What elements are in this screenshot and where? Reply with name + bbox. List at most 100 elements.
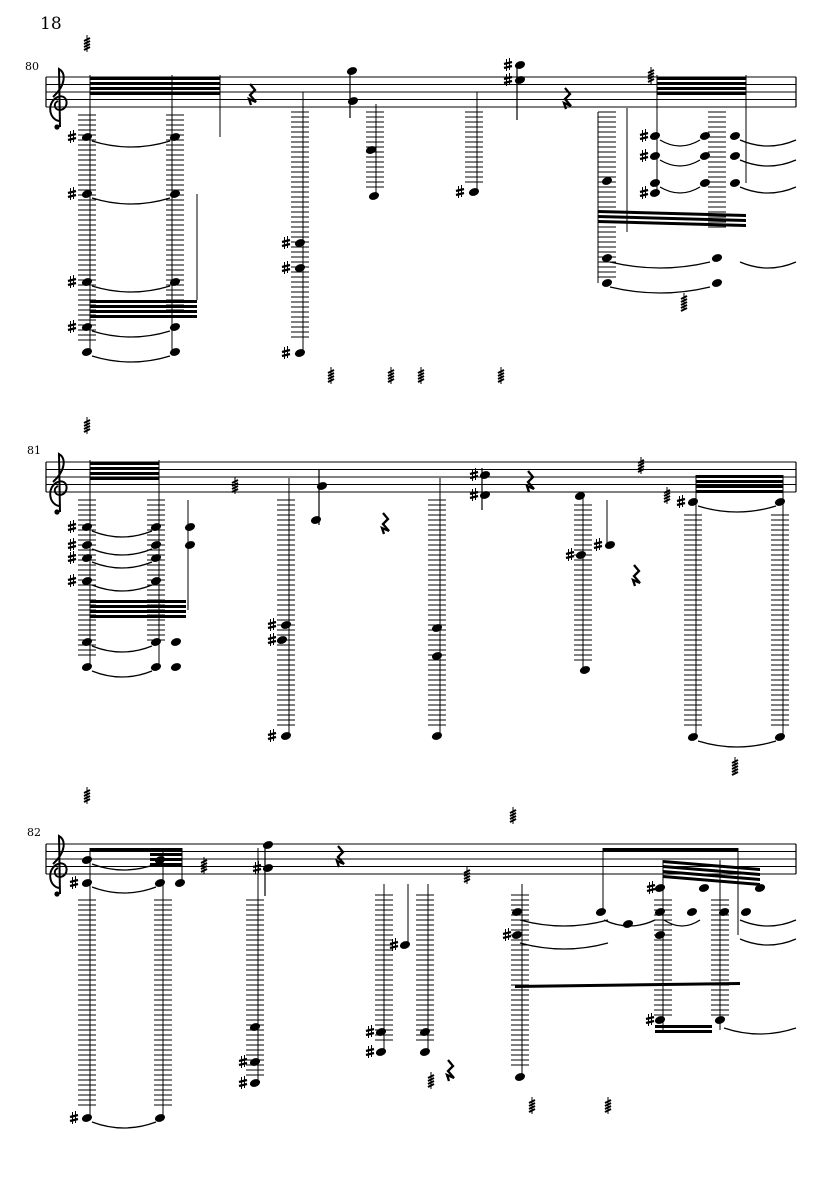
notehead	[654, 884, 666, 892]
notehead	[81, 554, 93, 562]
tie	[739, 261, 797, 269]
quarter-rest	[562, 87, 572, 110]
notehead	[262, 864, 274, 872]
notehead	[81, 1114, 93, 1122]
sharp-sign	[639, 155, 649, 161]
notehead	[81, 879, 93, 887]
sharp-sign	[67, 580, 77, 586]
notehead	[347, 97, 359, 105]
notehead	[81, 278, 93, 286]
sharp-sign	[238, 1082, 248, 1088]
sharp-sign	[67, 136, 77, 142]
notehead	[81, 856, 93, 864]
beam	[150, 863, 182, 866]
sharp-sign	[67, 557, 77, 563]
sharp-sign	[502, 934, 512, 940]
notehead	[174, 879, 186, 887]
notehead	[479, 471, 491, 479]
sharp-sign	[639, 135, 649, 141]
sharp-sign	[281, 352, 291, 358]
sharp-sign	[281, 238, 291, 244]
beam	[90, 477, 159, 480]
notehead	[249, 1023, 261, 1031]
sharp-sign	[469, 490, 479, 496]
notehead	[346, 67, 358, 75]
beam	[655, 1030, 712, 1033]
notehead	[686, 908, 698, 916]
measure-number-80: 80	[25, 60, 39, 73]
beam	[598, 210, 746, 217]
beam	[696, 485, 783, 488]
sharp-sign	[281, 267, 291, 273]
treble-clef	[49, 834, 68, 895]
tie	[91, 355, 171, 363]
tie	[739, 139, 797, 147]
beam	[90, 305, 197, 308]
tie	[91, 561, 153, 569]
tie	[603, 919, 656, 927]
tie	[91, 1121, 157, 1129]
tie	[519, 942, 609, 950]
beam	[663, 865, 760, 876]
sharp-sign	[67, 281, 77, 287]
sharp-sign	[365, 1047, 375, 1053]
sharp-sign	[593, 544, 603, 550]
sharp-sign	[503, 79, 513, 85]
sharp-sign	[67, 576, 77, 582]
sharp-sign	[639, 188, 649, 194]
notehead	[601, 254, 613, 262]
quarter-rest	[247, 83, 257, 106]
sharp-sign	[252, 863, 262, 869]
sharp-sign	[389, 944, 399, 950]
notehead	[249, 1079, 261, 1087]
notehead	[649, 179, 661, 187]
sharp-sign	[67, 132, 77, 138]
beam	[598, 220, 746, 227]
notehead	[169, 278, 181, 286]
beam	[663, 860, 760, 871]
beam	[655, 1025, 712, 1028]
notehead	[419, 1028, 431, 1036]
beam	[696, 480, 783, 483]
notehead	[169, 133, 181, 141]
tie	[91, 140, 171, 148]
notehead	[699, 132, 711, 140]
treble-clef	[54, 509, 60, 515]
tie	[739, 919, 797, 927]
sharp-sign	[645, 1019, 655, 1025]
sharp-sign	[455, 187, 465, 193]
notehead	[511, 908, 523, 916]
tie	[91, 285, 171, 293]
notehead	[81, 638, 93, 646]
page-number: 18	[40, 14, 62, 34]
sharp-sign	[267, 620, 277, 626]
notehead	[740, 908, 752, 916]
notehead	[431, 624, 443, 632]
beam	[515, 982, 740, 988]
beam	[90, 300, 197, 303]
beam	[657, 92, 746, 95]
sharp-sign	[238, 1061, 248, 1067]
notehead	[687, 733, 699, 741]
sharp-sign	[267, 735, 277, 741]
tie	[739, 159, 797, 167]
notehead	[729, 132, 741, 140]
sharp-sign	[67, 522, 77, 528]
notehead	[711, 279, 723, 287]
tie	[739, 938, 797, 946]
tie	[91, 670, 153, 678]
sharp-sign	[67, 326, 77, 332]
beam	[90, 92, 220, 95]
notehead	[81, 323, 93, 331]
sharp-sign	[281, 242, 291, 248]
sharp-sign	[267, 639, 277, 645]
notehead	[81, 348, 93, 356]
sharp-sign	[469, 494, 479, 500]
sharp-sign	[503, 60, 513, 66]
beam	[657, 77, 746, 80]
notehead	[622, 920, 634, 928]
notehead	[649, 189, 661, 197]
notehead	[698, 884, 710, 892]
tie	[91, 863, 157, 871]
